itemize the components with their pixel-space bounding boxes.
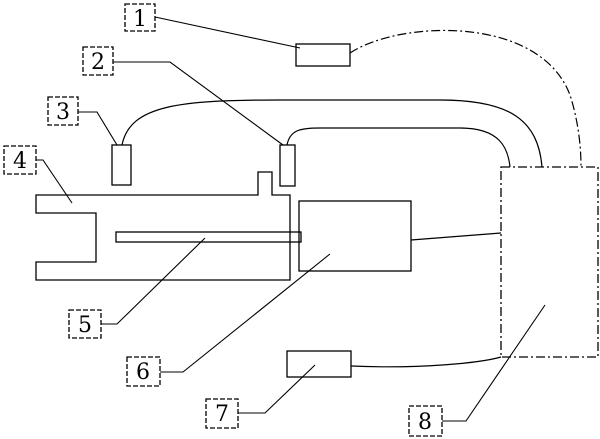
svg-text:1: 1: [133, 7, 147, 32]
label-8: 8: [408, 405, 443, 437]
label-6: 6: [126, 356, 161, 387]
sensor-box-1: [295, 43, 351, 67]
svg-text:8: 8: [418, 410, 432, 435]
svg-text:2: 2: [91, 50, 105, 75]
sensor-2: [279, 144, 296, 187]
leader-6: [160, 253, 331, 373]
sensor-3: [111, 144, 132, 186]
svg-text:7: 7: [215, 402, 229, 427]
svg-text:3: 3: [56, 100, 70, 125]
svg-text:5: 5: [78, 313, 92, 338]
leader-5: [101, 237, 206, 325]
wire-2-to-8: [286, 127, 511, 168]
block: [298, 200, 412, 272]
svg-text:4: 4: [13, 149, 27, 174]
wire-7-to-8: [350, 356, 502, 368]
wire-1-to-8: [349, 29, 582, 168]
label-3: 3: [47, 96, 79, 126]
label-2: 2: [82, 46, 114, 76]
leader-7: [238, 364, 316, 414]
rod: [115, 231, 302, 243]
label-4: 4: [3, 145, 37, 175]
leader-2: [113, 61, 284, 146]
housing-frame: [35, 171, 291, 281]
label-5: 5: [68, 309, 102, 339]
control-unit: [500, 166, 599, 358]
label-1: 1: [124, 3, 156, 32]
wire-3-to-8: [121, 99, 543, 168]
leader-8: [442, 304, 546, 422]
leader-1: [154, 16, 301, 49]
box-7: [286, 350, 352, 378]
wire-6-to-8: [410, 232, 502, 241]
label-7: 7: [205, 398, 239, 429]
leader-3: [78, 111, 118, 146]
leader-4: [36, 159, 73, 204]
svg-text:6: 6: [136, 360, 150, 385]
